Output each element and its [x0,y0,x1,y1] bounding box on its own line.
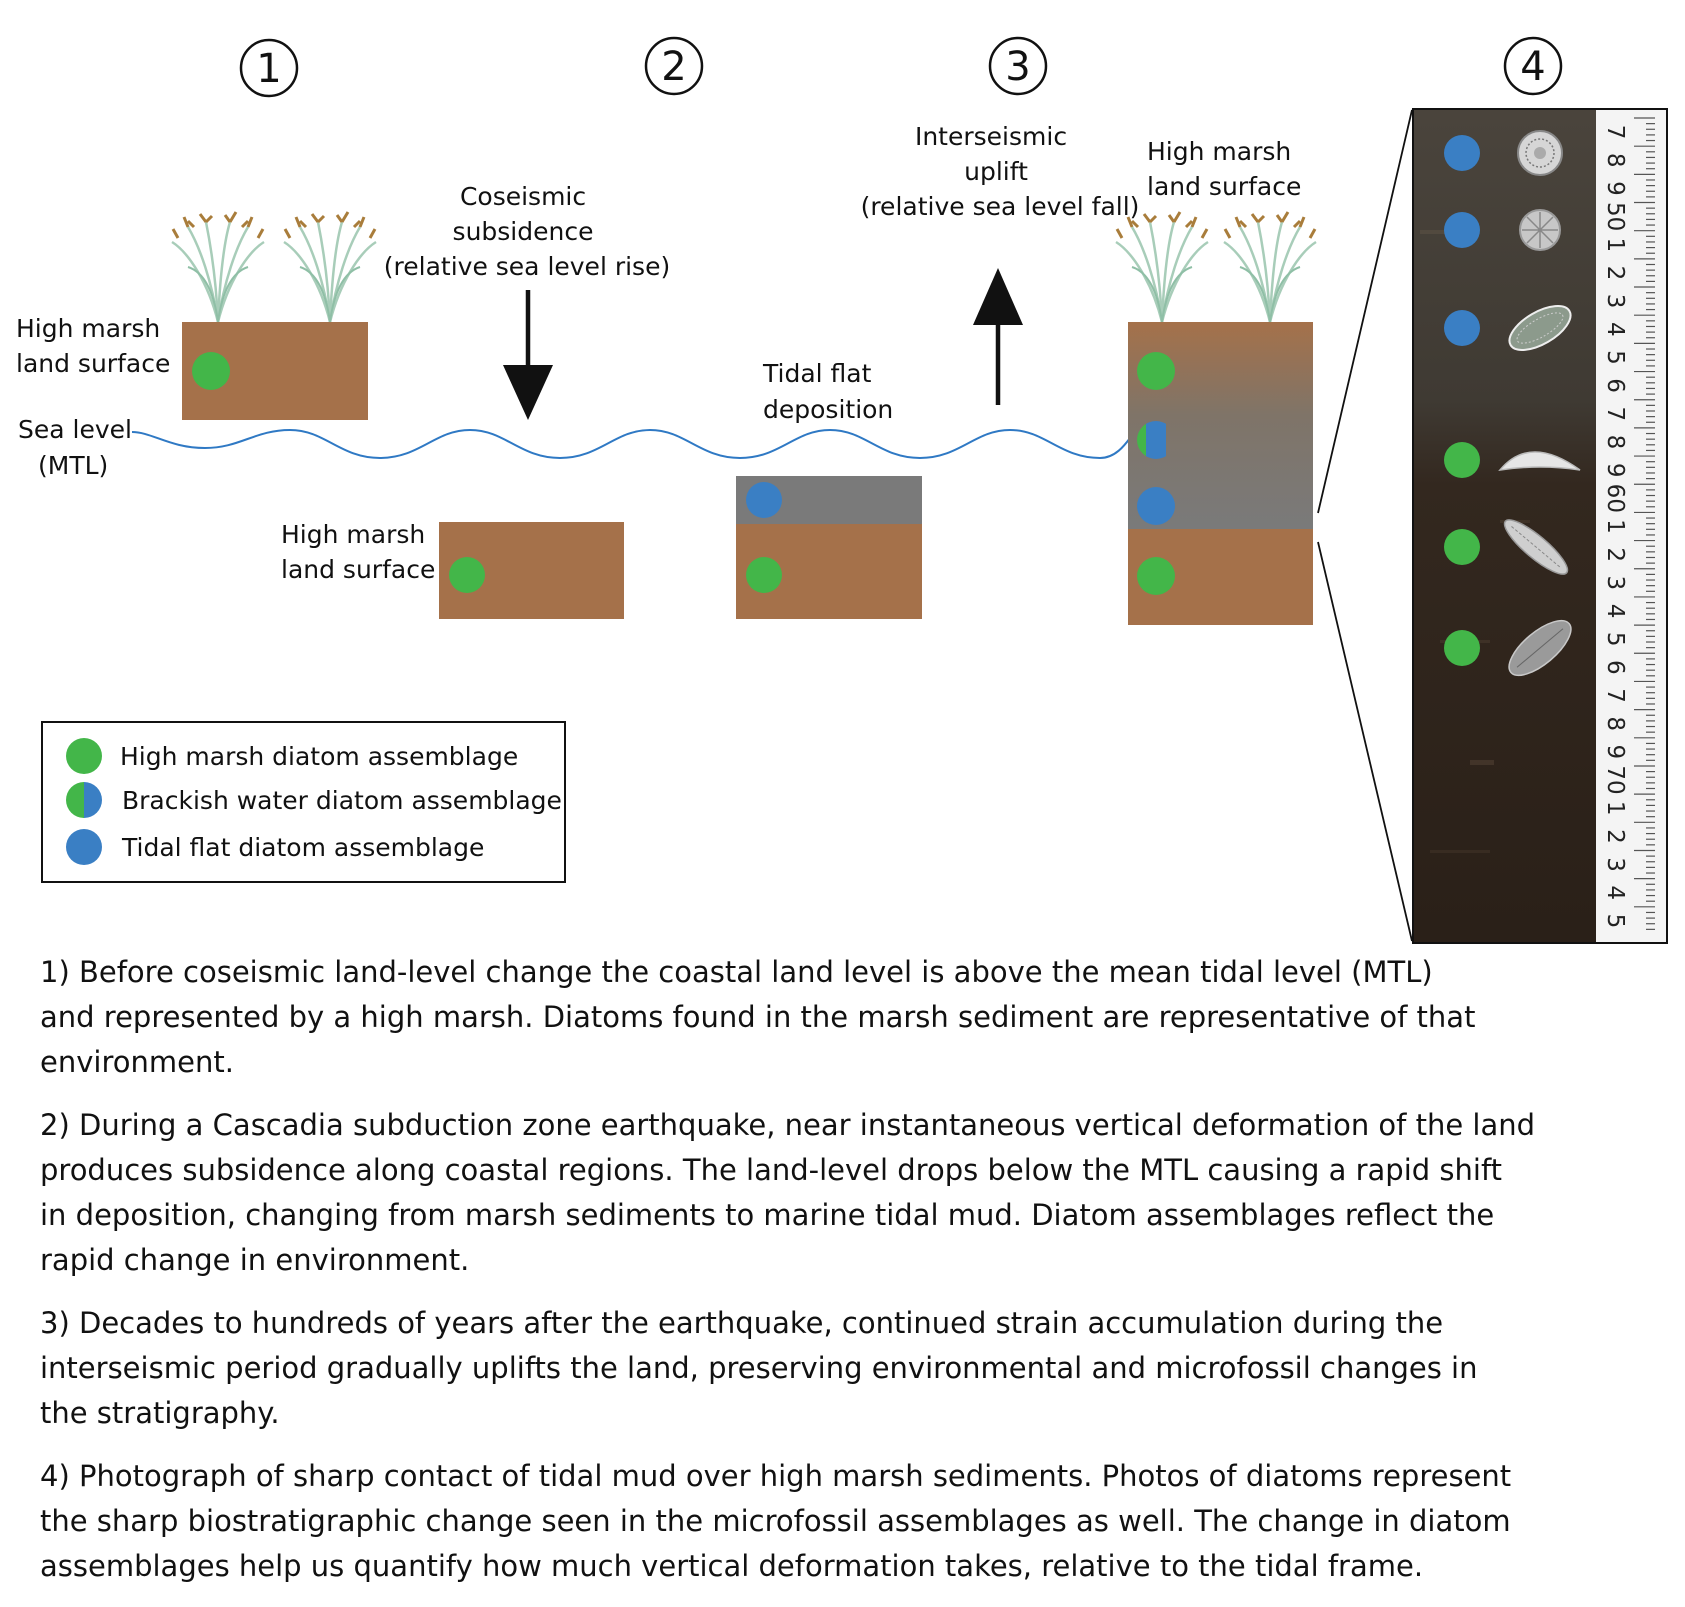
grass-tuft-icon [282,210,378,324]
ruler-digit: 60 [1602,484,1628,513]
step-number-4: 4 [1503,36,1563,96]
ruler-digit: 7 [1602,125,1628,140]
legend-item-high-marsh: High marsh diatom assemblage [66,738,518,774]
grass-tuft-icon [1222,210,1318,324]
arrow-down-icon [503,290,553,420]
high-marsh-label-2: High marsh land surface [281,520,435,584]
high-marsh-label-1: High marsh land surface [16,314,170,378]
grass-tuft-icon [1114,210,1210,324]
diatom-icon [1508,305,1572,351]
core-photograph: 7 8 9 50 1 2 3 4 5 6 7 8 9 60 1 2 3 4 5 6 7 8 9 70 1 2 3 4 5 [1412,108,1668,944]
connector-line-top [1317,109,1413,514]
diatom-icon [1517,130,1563,176]
ruler-digit: 4 [1602,604,1628,619]
step-number-2: 2 [644,36,704,96]
diatom-icon [1498,451,1581,472]
high-marsh-diatom-dot [192,352,230,390]
sea-level-label: Sea level (MTL) [18,415,140,480]
ruler-digit: 70 [1602,765,1628,794]
coseismic-label: Coseismic subsidence (relative sea level… [384,182,670,281]
ruler-digit: 1 [1602,801,1628,816]
high-marsh-label-3: High marsh land surface [1147,137,1301,201]
tidal-flat-diatom-dot [746,482,782,518]
caption-4: 4) Photograph of sharp contact of tidal … [40,1459,1512,1583]
ruler-digit: 3 [1602,576,1628,591]
svg-text:2: 2 [661,44,686,90]
high-marsh-diatom-dot [449,557,485,593]
ruler-digit: 4 [1602,885,1628,900]
tidal-flat-diatom-dot [1137,487,1175,525]
ruler-digit: 2 [1602,266,1628,281]
diatom-icon [1508,619,1572,677]
tidal-flat-diatom-dot [1444,310,1480,346]
high-marsh-diatom-dot [1444,442,1480,478]
ruler-tick-labels: 7 8 9 50 1 2 3 4 5 6 7 8 9 60 1 2 3 4 5 6 7 8 9 70 1 2 3 4 5 [1602,125,1628,928]
caption-3: 3) Decades to hundreds of years after th… [40,1306,1478,1430]
high-marsh-diatom-dot [1444,630,1480,666]
step-number-1: 1 [239,38,299,98]
tidal-flat-diatom-swatch [66,829,102,865]
ruler-digit: 5 [1602,914,1628,929]
ruler-digit: 8 [1602,435,1628,450]
caption-2: 2) During a Cascadia subduction zone ear… [40,1108,1536,1277]
svg-text:1: 1 [256,46,281,92]
ruler-digit: 9 [1602,463,1628,478]
legend-item-tidal-flat: Tidal flat diatom assemblage [66,829,484,865]
tidal-flat-diatom-dot [1444,135,1480,171]
ruler-digit: 5 [1602,350,1628,365]
svg-text:4: 4 [1520,44,1545,90]
legend-label: High marsh diatom assemblage [120,742,518,771]
tidal-flat-label: Tidal flat deposition [762,359,893,424]
caption-list: 1) Before coseismic land-level change th… [40,950,1660,1607]
ruler-digit: 9 [1602,745,1628,760]
high-marsh-diatom-dot [1137,352,1175,390]
high-marsh-diatom-dot [746,557,782,593]
ruler-digit: 50 [1602,202,1628,231]
svg-text:3: 3 [1005,44,1030,90]
brackish-diatom-swatch [66,782,102,818]
ruler-digit: 1 [1602,237,1628,252]
legend: High marsh diatom assemblage Brackish wa… [41,721,566,883]
diatom-icon [1519,209,1561,251]
legend-item-brackish: Brackish water diatom assemblage [66,782,562,818]
brackish-diatom-dot [1137,421,1166,459]
grass-tuft-icon [170,210,266,324]
ruler-digit: 7 [1602,406,1628,421]
arrow-up-icon [973,268,1023,405]
step-number-3: 3 [988,36,1048,96]
ruler-digit: 6 [1602,378,1628,393]
sea-level-line [131,428,1136,460]
tidal-flat-diatom-dot [1444,212,1480,248]
ruler-digit: 9 [1602,181,1628,196]
ruler-digit: 2 [1602,829,1628,844]
ruler-digit: 3 [1602,294,1628,309]
measuring-tape [1596,110,1666,942]
connector-line-bottom [1317,541,1413,942]
high-marsh-diatom-dot [1444,529,1480,565]
ruler-digit: 8 [1602,153,1628,168]
interseismic-label: Interseismic uplift (relative sea level … [861,122,1140,221]
ruler-digit: 5 [1602,632,1628,647]
ruler-digit: 4 [1602,322,1628,337]
high-marsh-diatom-dot [1137,557,1175,595]
ruler-digit: 3 [1602,857,1628,872]
caption-1: 1) Before coseismic land-level change th… [40,955,1476,1079]
ruler-digit: 2 [1602,547,1628,562]
ruler-digit: 7 [1602,688,1628,703]
ruler-digit: 8 [1602,716,1628,731]
diatom-icon [1503,519,1569,575]
ruler-digit: 6 [1602,660,1628,675]
legend-label: Tidal flat diatom assemblage [121,833,484,862]
legend-label: Brackish water diatom assemblage [122,786,562,815]
high-marsh-diatom-swatch [66,738,102,774]
ruler-digit: 1 [1602,519,1628,534]
subsidence-diagram: 1 2 3 4 High marsh land surface Sea leve… [16,36,1668,944]
